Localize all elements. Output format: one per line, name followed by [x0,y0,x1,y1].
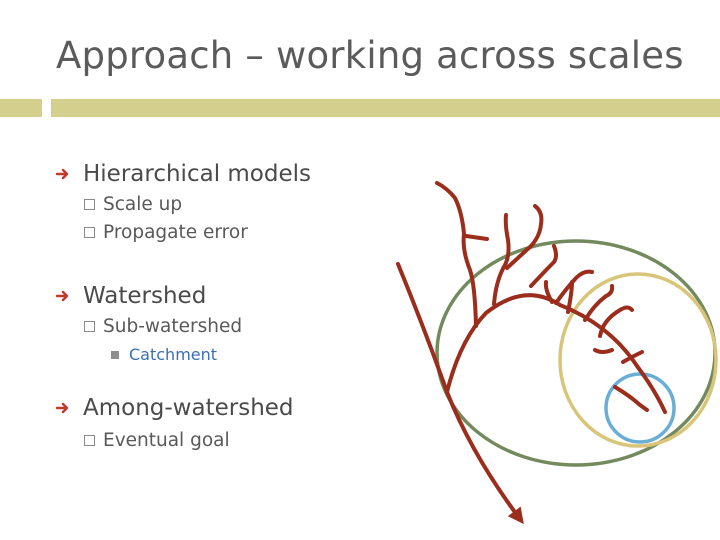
bullet-hierarchical-models: Hierarchical models [56,161,311,187]
arrow-right-icon [56,290,69,302]
arrow-right-icon [56,402,69,414]
river-branch-short [543,280,554,304]
subitem-eventual-goal: Eventual goal [84,430,230,451]
catchment-circle [604,372,676,444]
river-branch-stub-2 [566,280,574,314]
large-watershed-circle [435,239,717,467]
bullet-among-watershed: Among-watershed [56,395,294,421]
sub-watershed-circle [558,272,718,448]
checkbox-icon [84,227,95,238]
subsubitem-label: Catchment [129,345,218,364]
arrow-right-icon [56,168,69,180]
checkbox-icon [84,321,95,332]
subitem-sub-watershed: Sub-watershed [84,316,242,337]
river-branch-left-stub [593,348,614,354]
river-branch-stub [464,234,489,241]
subitem-label: Propagate error [103,222,248,243]
river-trunk [445,293,667,414]
river-branch-upper [492,213,511,306]
river-branch-right-1 [554,269,594,305]
bullet-label: Watershed [83,283,207,309]
river-network [396,181,667,525]
river-branch-right-3 [598,305,634,338]
slide-title: Approach – working across scales [56,34,684,77]
subitem-label: Sub-watershed [103,316,243,337]
title-accent-bar [51,99,720,117]
subitem-propagate-error: Propagate error [84,222,248,243]
river-branch-right-4 [621,350,644,364]
subsubitem-catchment: Catchment [111,345,217,364]
subitem-scale-up: Scale up [84,194,182,215]
checkbox-icon [84,199,95,210]
bullet-label: Among-watershed [83,395,294,421]
subitem-label: Eventual goal [103,430,230,451]
bullet-watershed: Watershed [56,283,206,309]
river-branch-right-2 [583,284,615,322]
checkbox-icon [84,435,95,446]
bullet-label: Hierarchical models [83,161,311,187]
river-branch-catchment [613,385,649,412]
title-accent-bar-small [0,99,42,117]
river-branch-mid [529,244,558,288]
square-icon [111,350,119,359]
subitem-label: Scale up [103,194,183,215]
river-branch-upper-right [505,204,544,270]
river-branch-north [435,181,478,328]
